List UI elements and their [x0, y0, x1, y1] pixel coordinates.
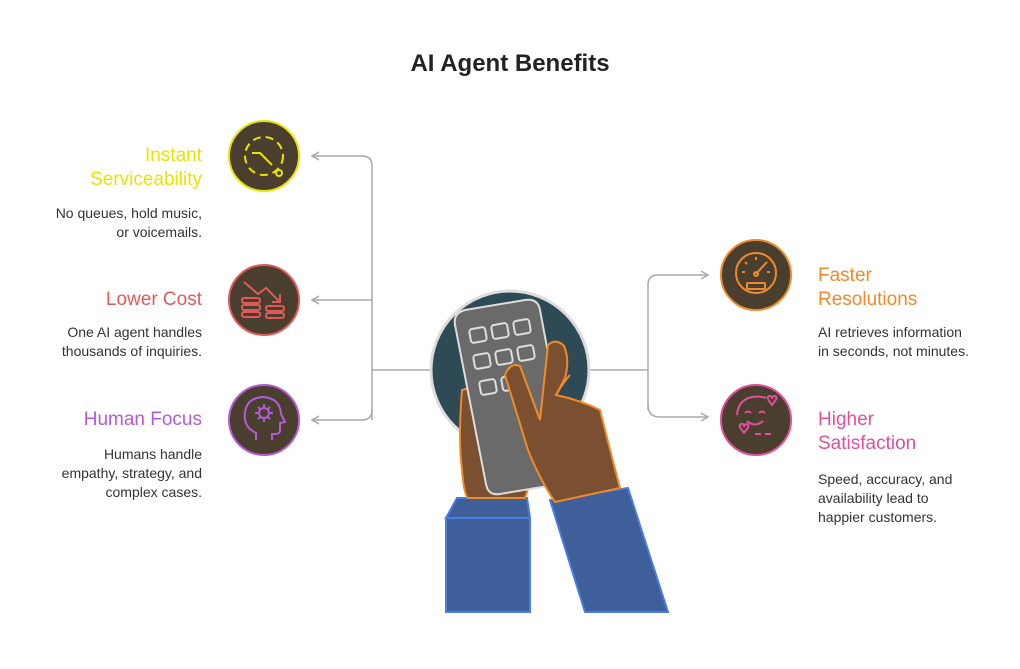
desc-line1: One AI agent handles [67, 324, 202, 340]
benefit-title-line1: Human Focus [83, 409, 202, 430]
desc-line2: availability lead to [818, 490, 929, 506]
desc-line3: complex cases. [105, 484, 202, 500]
smiley-hearts-icon [720, 384, 792, 456]
connector-right [590, 270, 710, 422]
benefit-title-line2: Serviceability [90, 169, 202, 190]
label-instant-serviceability: Instant Serviceability [30, 144, 202, 192]
head-gear-icon [228, 384, 300, 456]
label-higher-satisfaction: Higher Satisfaction [818, 408, 1008, 456]
timer-icon [228, 120, 300, 192]
desc-line2: or voicemails. [116, 224, 202, 240]
page-title: AI Agent Benefits [410, 50, 610, 77]
desc-higher-satisfaction: Speed, accuracy, and availability lead t… [818, 470, 1013, 527]
desc-line1: AI retrieves information [818, 324, 962, 340]
connector-left [310, 151, 430, 425]
hand-phone-icon [429, 289, 670, 613]
desc-line2: in seconds, not minutes. [818, 343, 969, 359]
label-human-focus: Human Focus [30, 408, 202, 432]
desc-faster-resolutions: AI retrieves information in seconds, not… [818, 323, 1013, 361]
benefit-title-line1: Faster [818, 265, 872, 286]
desc-line1: No queues, hold music, [55, 205, 202, 221]
desc-line2: thousands of inquiries. [61, 343, 202, 359]
desc-line1: Speed, accuracy, and [818, 471, 953, 487]
speedometer-icon [720, 239, 792, 311]
desc-lower-cost: One AI agent handles thousands of inquir… [20, 323, 202, 361]
benefit-title-line1: Higher [818, 409, 874, 430]
desc-line3: happier customers. [818, 509, 938, 525]
desc-human-focus: Humans handle empathy, strategy, and com… [20, 445, 202, 502]
benefit-title-line1: Instant [144, 145, 202, 166]
desc-line2: empathy, strategy, and [61, 465, 202, 481]
desc-line1: Humans handle [103, 446, 202, 462]
benefit-title-line1: Lower Cost [105, 289, 202, 310]
benefit-title-line2: Resolutions [818, 289, 918, 310]
label-faster-resolutions: Faster Resolutions [818, 264, 1008, 312]
cost-down-icon [228, 264, 300, 336]
desc-instant-serviceability: No queues, hold music, or voicemails. [20, 204, 202, 242]
benefit-title-line2: Satisfaction [818, 433, 917, 454]
label-lower-cost: Lower Cost [30, 288, 202, 312]
